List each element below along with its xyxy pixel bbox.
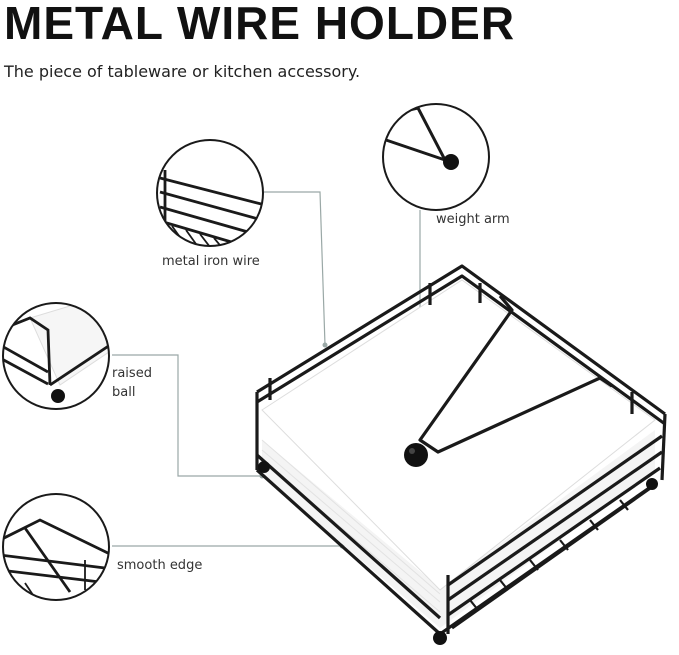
detail-raised-ball	[2, 302, 110, 410]
feet	[258, 461, 658, 645]
page-subtitle: The piece of tableware or kitchen access…	[4, 62, 361, 81]
callout-raised-ball-line1: raised	[112, 366, 152, 381]
detail-weight-arm	[382, 103, 490, 211]
callout-raised-ball-line2: ball	[112, 385, 136, 400]
callout-smooth-edge: smooth edge	[117, 558, 203, 573]
leader-line-raised-ball	[112, 354, 262, 477]
detail-metal-iron-wire	[156, 139, 264, 247]
wire-holder-frame	[255, 264, 667, 636]
callout-raised-ball: raised ball	[112, 364, 172, 402]
page-title: METAL WIRE HOLDER	[4, 0, 516, 49]
callout-metal-iron-wire: metal iron wire	[162, 254, 260, 269]
weight-arm	[404, 294, 613, 467]
detail-smooth-edge	[2, 493, 110, 601]
callout-weight-arm: weight arm	[436, 212, 510, 227]
leader-line-metal-wire	[264, 191, 326, 346]
